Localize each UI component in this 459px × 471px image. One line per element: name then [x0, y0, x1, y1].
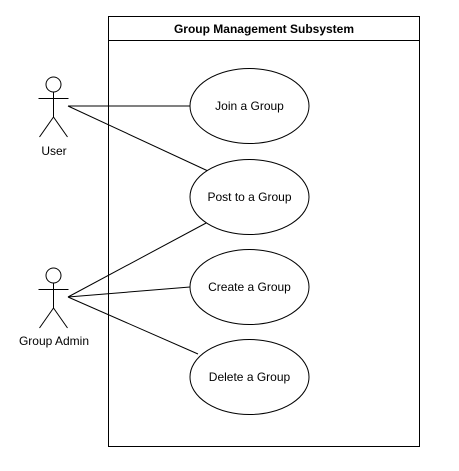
use-case-label: Post to a Group: [207, 190, 291, 204]
association-user-post[interactable]: [67, 105, 209, 172]
use-case-ellipse: [189, 68, 310, 144]
use-case-ellipse: [189, 339, 310, 415]
use-case-delete-a-group[interactable]: Delete a Group: [189, 339, 310, 415]
use-case-create-a-group[interactable]: Create a Group: [189, 249, 310, 325]
association-admin-delete[interactable]: [67, 296, 199, 355]
use-case-label: Create a Group: [208, 280, 291, 294]
actor-user[interactable]: User: [38, 76, 69, 158]
actor-group-admin[interactable]: Group Admin: [19, 267, 89, 348]
stick-figure-icon: [38, 267, 69, 329]
use-case-label: Join a Group: [215, 99, 284, 113]
use-case-ellipse: [189, 249, 310, 325]
association-admin-create[interactable]: [67, 286, 191, 298]
system-title: Group Management Subsystem: [174, 22, 354, 36]
stick-figure-icon: [38, 76, 69, 138]
association-admin-post[interactable]: [67, 221, 209, 298]
use-case-label: Delete a Group: [209, 370, 291, 384]
use-case-post-to-a-group[interactable]: Post to a Group: [189, 159, 310, 235]
actor-group-admin-label: Group Admin: [19, 334, 89, 348]
use-case-ellipse: [189, 159, 310, 235]
actor-user-label: User: [41, 144, 66, 158]
use-case-join-a-group[interactable]: Join a Group: [189, 68, 310, 144]
associations: [67, 105, 209, 355]
